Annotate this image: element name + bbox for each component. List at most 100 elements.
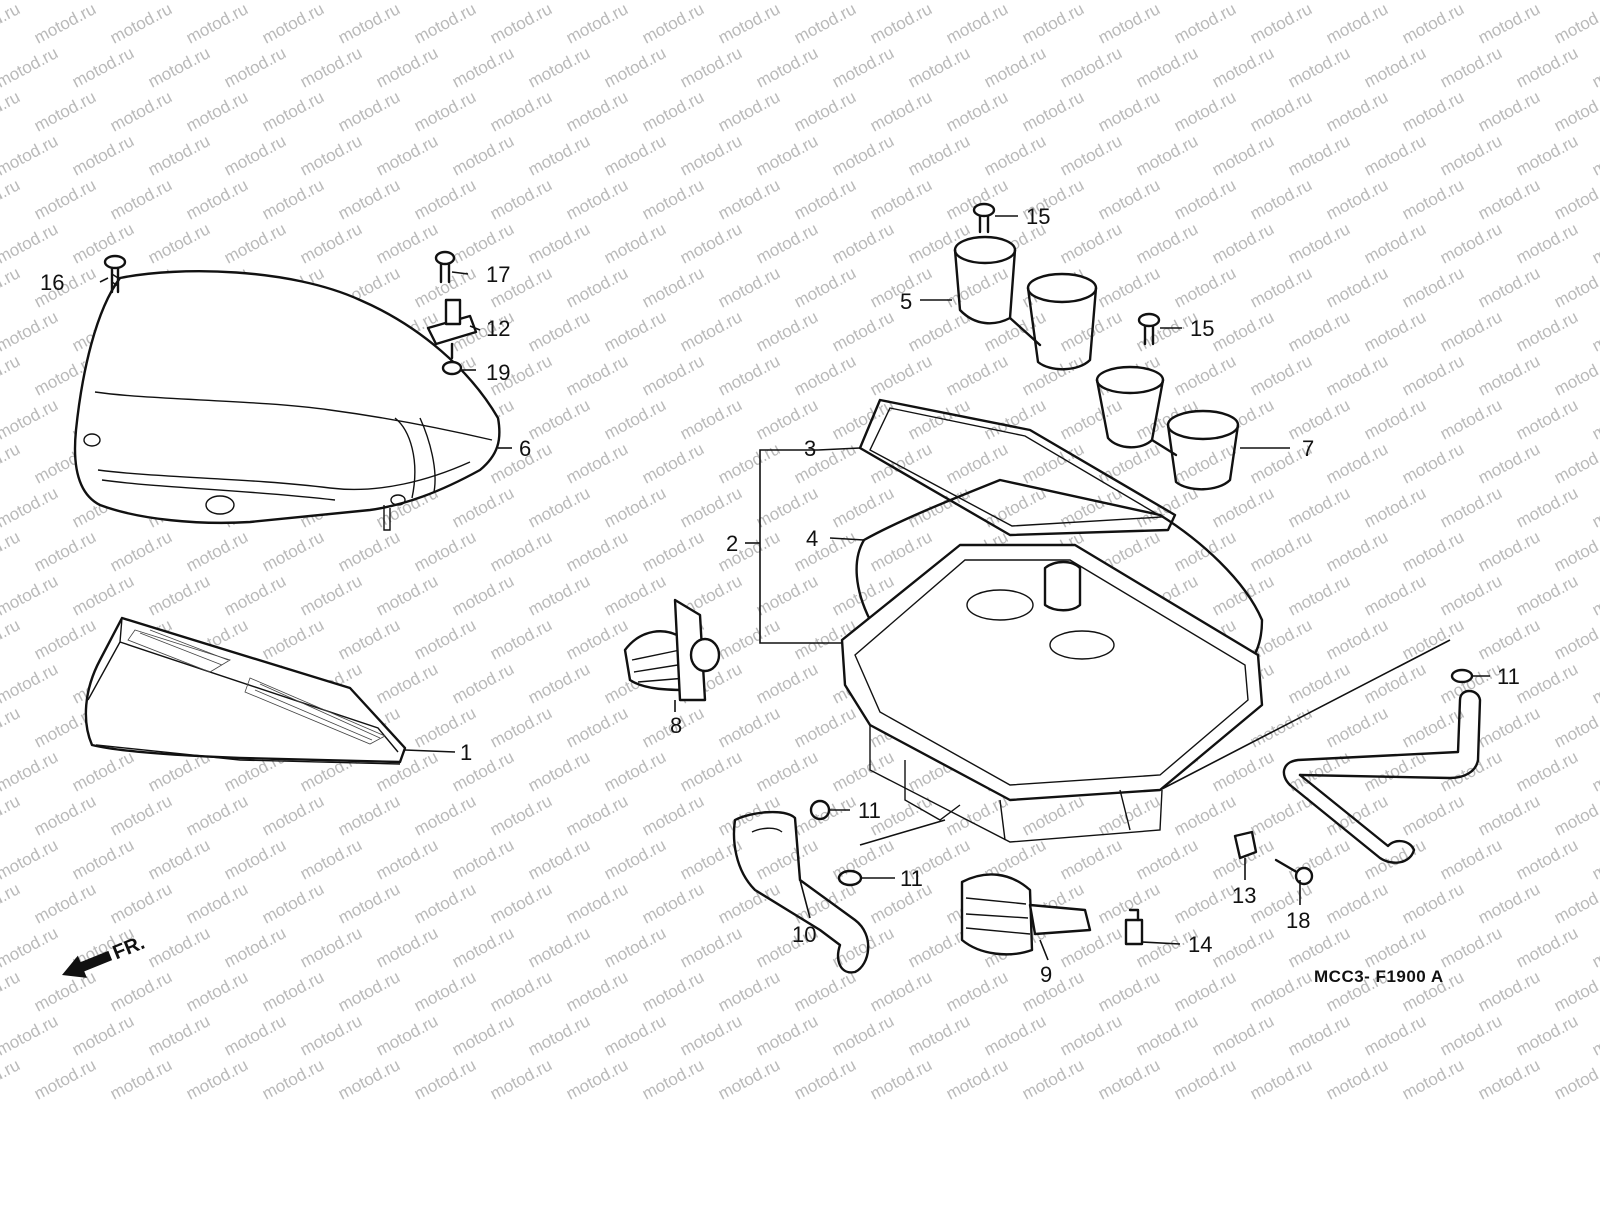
watermark-text: motod.ru xyxy=(107,967,175,1015)
watermark-text: motod.ru xyxy=(601,0,669,4)
watermark-text: motod.ru xyxy=(1247,1055,1315,1103)
watermark-text: motod.ru xyxy=(753,835,821,883)
callout-5: 5 xyxy=(900,289,912,314)
watermark-text: motod.ru xyxy=(1589,923,1600,971)
watermark-text: motod.ru xyxy=(829,131,897,179)
watermark-text: motod.ru xyxy=(69,131,137,179)
watermark-text: motod.ru xyxy=(829,483,897,531)
watermark-text: motod.ru xyxy=(1551,175,1600,223)
watermark-text: motod.ru xyxy=(791,263,859,311)
watermark-text: motod.ru xyxy=(0,43,61,91)
watermark-text: motod.ru xyxy=(525,923,593,971)
watermark-text: motod.ru xyxy=(1589,131,1600,179)
watermark-text: motod.ru xyxy=(563,0,631,48)
watermark-text: motod.ru xyxy=(981,307,1049,355)
watermark-text: motod.ru xyxy=(1171,527,1239,575)
watermark-text: motod.ru xyxy=(1209,0,1277,4)
watermark-text: motod.ru xyxy=(1437,43,1505,91)
watermark-text: motod.ru xyxy=(563,527,631,575)
watermark-text: motod.ru xyxy=(1513,307,1581,355)
watermark-text: motod.ru xyxy=(1285,307,1353,355)
callout-7: 7 xyxy=(1302,436,1314,461)
watermark-text: motod.ru xyxy=(715,703,783,751)
leader-lines xyxy=(99,215,1490,961)
callout-16: 16 xyxy=(40,270,64,295)
watermark-text: motod.ru xyxy=(69,571,137,619)
watermark-text: motod.ru xyxy=(1399,527,1467,575)
watermark-text: motod.ru xyxy=(1589,307,1600,355)
watermark-text: motod.ru xyxy=(487,703,555,751)
watermark-text: motod.ru xyxy=(335,615,403,663)
watermark-text: motod.ru xyxy=(525,571,593,619)
watermark-text: motod.ru xyxy=(1323,175,1391,223)
watermark-text: motod.ru xyxy=(1247,351,1315,399)
watermark-text: motod.ru xyxy=(981,131,1049,179)
watermark-text: motod.ru xyxy=(1323,879,1391,927)
watermark-text: motod.ru xyxy=(639,263,707,311)
watermark-text: motod.ru xyxy=(563,351,631,399)
watermark-text: motod.ru xyxy=(791,439,859,487)
watermark-text: motod.ru xyxy=(411,527,479,575)
watermark-text: motod.ru xyxy=(107,87,175,135)
watermark-text: motod.ru xyxy=(1019,0,1087,48)
watermark-text: motod.ru xyxy=(259,879,327,927)
watermark-text: motod.ru xyxy=(69,835,137,883)
front-arrow-icon xyxy=(62,950,113,978)
watermark-text: motod.ru xyxy=(373,43,441,91)
watermark-text: motod.ru xyxy=(943,791,1011,839)
watermark-text: motod.ru xyxy=(1513,43,1581,91)
watermark-text: motod.ru xyxy=(487,0,555,48)
air-cleaner-case xyxy=(840,543,1264,843)
watermark-text: motod.ru xyxy=(525,659,593,707)
watermark-text: motod.ru xyxy=(563,87,631,135)
watermark-text: motod.ru xyxy=(639,439,707,487)
callout-11-lower: 11 xyxy=(900,866,923,891)
callout-labels: 16 17 12 19 6 1 15 5 15 7 3 2 4 8 11 11 … xyxy=(40,204,1520,987)
callout-9: 9 xyxy=(1040,962,1052,987)
watermark-text: motod.ru xyxy=(0,923,61,971)
watermark-text: motod.ru xyxy=(0,395,61,443)
seal-4 xyxy=(855,478,1264,702)
watermark-text: motod.ru xyxy=(107,791,175,839)
front-arrow: FR. xyxy=(62,932,148,978)
callout-12: 12 xyxy=(486,316,510,341)
watermark-text: motod.ru xyxy=(753,307,821,355)
watermark-text: motod.ru xyxy=(1057,43,1125,91)
watermark-text: motod.ru xyxy=(1437,131,1505,179)
watermark-text: motod.ru xyxy=(1019,1055,1087,1103)
watermark-text: motod.ru xyxy=(297,219,365,267)
part-9 xyxy=(960,873,1092,956)
watermark-text: motod.ru xyxy=(715,879,783,927)
watermark-text: motod.ru xyxy=(1437,219,1505,267)
watermark-text: motod.ru xyxy=(297,923,365,971)
watermark-text: motod.ru xyxy=(601,131,669,179)
washer-19 xyxy=(441,360,463,376)
watermark-text: motod.ru xyxy=(601,835,669,883)
watermark-text: motod.ru xyxy=(1209,1011,1277,1059)
watermark-text: motod.ru xyxy=(715,0,783,48)
watermark-text: motod.ru xyxy=(373,659,441,707)
callout-2: 2 xyxy=(726,531,738,556)
watermark-text: motod.ru xyxy=(1399,791,1467,839)
watermark-text: motod.ru xyxy=(1437,0,1505,4)
watermark-text: motod.ru xyxy=(0,0,23,48)
watermark-text: motod.ru xyxy=(1209,131,1277,179)
watermark-text: motod.ru xyxy=(107,1055,175,1103)
watermark-text: motod.ru xyxy=(1513,747,1581,795)
screw-16 xyxy=(103,254,127,294)
watermark-text: motod.ru xyxy=(1361,395,1429,443)
watermark-text: motod.ru xyxy=(1133,43,1201,91)
watermark-text: motod.ru xyxy=(563,615,631,663)
watermark-text: motod.ru xyxy=(0,87,23,135)
watermark-text: motod.ru xyxy=(1475,615,1543,663)
watermark-text: motod.ru xyxy=(0,263,23,311)
watermark-text: motod.ru xyxy=(1057,835,1125,883)
watermark-text: motod.ru xyxy=(487,879,555,927)
watermark-text: motod.ru xyxy=(943,87,1011,135)
watermark-text: motod.ru xyxy=(1171,0,1239,48)
watermark-text: motod.ru xyxy=(0,703,23,751)
watermark-text: motod.ru xyxy=(183,791,251,839)
watermark-text: motod.ru xyxy=(829,1011,897,1059)
watermark-text: motod.ru xyxy=(221,0,289,4)
